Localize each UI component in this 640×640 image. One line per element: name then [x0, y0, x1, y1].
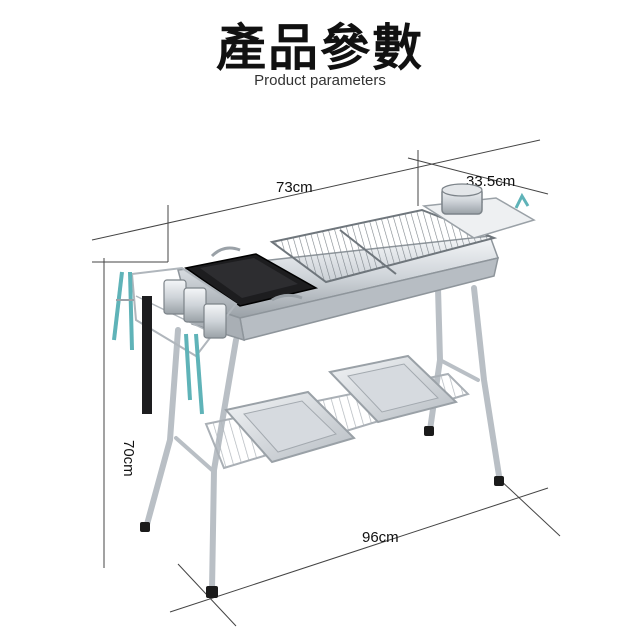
side-shelf-right	[421, 183, 536, 239]
dim-label-length: 73cm	[276, 179, 313, 196]
spice-cup-icon	[183, 287, 207, 323]
dim-line-depth	[407, 157, 549, 195]
grill-grate	[269, 208, 498, 284]
tongs-icon	[112, 271, 124, 341]
spice-cup-icon	[203, 303, 227, 339]
skewer-icon	[184, 333, 192, 401]
dim-label-depth: 33.5cm	[466, 173, 515, 190]
side-basket-left	[130, 266, 238, 358]
page-title: 產品參數	[216, 19, 424, 77]
leg-back-right	[471, 285, 503, 485]
page-subtitle: Product parameters	[254, 72, 386, 89]
leg-front-left	[143, 327, 181, 531]
spice-cup-icon	[163, 279, 187, 315]
tray-left	[224, 390, 356, 464]
dimension-lines	[91, 139, 561, 627]
tray-right	[328, 354, 458, 424]
leg-feet	[140, 426, 504, 598]
griddle-pan	[184, 246, 319, 307]
grill-tools	[112, 271, 204, 415]
dim-line-width	[169, 487, 549, 613]
dim-label-height: 70cm	[120, 440, 137, 477]
brush-icon	[142, 296, 152, 414]
dim-line-length	[91, 139, 541, 241]
dim-label-width: 96cm	[362, 529, 399, 546]
